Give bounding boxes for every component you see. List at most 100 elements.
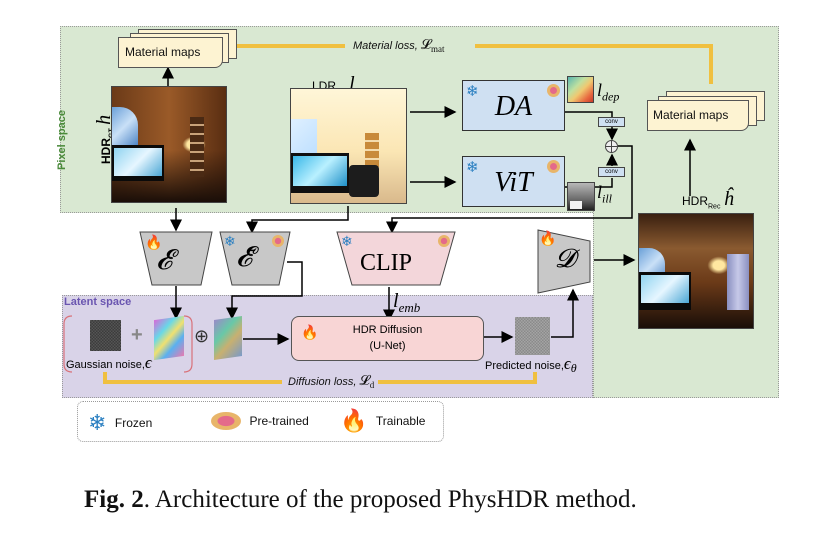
hdr-rec-symbol: ĥ — [723, 188, 734, 210]
material-loss-text: Material loss, — [353, 40, 418, 52]
hdr-gt-image — [111, 86, 227, 203]
frozen-encoder-shape — [219, 231, 291, 286]
vit-label: ViT — [494, 167, 533, 198]
illumination-output-symbol: l — [597, 182, 603, 202]
hdr-gt-window — [112, 107, 138, 145]
ldr-gt-window — [291, 119, 317, 153]
pretrained-network-icon — [438, 235, 450, 247]
oplus-to-clip — [386, 145, 633, 234]
decoder-label: 𝓓 — [555, 244, 575, 273]
frozen-encoder-label: 𝓔̄ — [236, 242, 253, 273]
oplus-fusion-icon — [605, 140, 618, 153]
predicted-noise-text: Predicted noise, — [485, 360, 564, 372]
concat-latent-image — [214, 316, 242, 360]
ldr-gt-tv — [291, 153, 349, 193]
clip-shape — [336, 231, 456, 286]
pretrained-network-icon — [272, 235, 284, 247]
caption-text: . Architecture of the proposed PhysHDR m… — [143, 486, 637, 513]
conv-bottom-box: conv — [598, 167, 625, 177]
decoder-shape — [537, 229, 591, 294]
legend-item-trainable: 🔥 Trainable — [340, 408, 425, 434]
unet-label-line2: (U-Net) — [369, 340, 406, 352]
gaussian-noise-symbol: ϵ — [144, 353, 152, 372]
legend-item-frozen: ❄ Frozen — [88, 410, 152, 436]
diffusion-loss-text: Diffusion loss, — [288, 376, 357, 388]
region-joiner — [594, 208, 778, 214]
material-maps-left-label: Material maps — [125, 45, 201, 59]
diffusion-loss-sub: d — [369, 380, 375, 391]
hdr-rec-curtain — [727, 254, 749, 310]
illumination-output-sub: ill — [602, 191, 613, 206]
ldr-gt-image — [290, 88, 407, 204]
network-icon — [211, 412, 241, 430]
vit-module: ❄ ViT — [462, 156, 565, 207]
diffusion-loss-line — [103, 372, 537, 384]
latent-space-label: Latent space — [64, 296, 132, 308]
caption-prefix: Fig. 2 — [84, 486, 144, 513]
material-loss-label: Material loss, 𝓛mat — [353, 38, 445, 54]
clip-output-label: lemb — [393, 290, 420, 316]
ldr-gt-symbol: l — [349, 73, 355, 95]
arrow-frozen-encoder-to-latent — [226, 261, 303, 320]
pretrained-network-icon — [547, 84, 560, 97]
hdr-rec-sub: Rec — [708, 203, 721, 211]
conv-top-box: conv — [598, 117, 625, 127]
gaussian-noise-text: Gaussian noise, — [66, 359, 145, 371]
depth-output-symbol: l — [597, 80, 603, 100]
flame-icon: 🔥 — [301, 324, 319, 340]
depth-map-image — [567, 76, 594, 103]
gaussian-noise-label: Gaussian noise,ϵ — [66, 353, 152, 373]
material-maps-right-label: Material maps — [653, 108, 729, 122]
illumination-output-label: lill — [597, 182, 612, 207]
flame-icon: 🔥 — [539, 230, 557, 246]
legend-label-trainable: Trainable — [375, 414, 426, 428]
material-loss-line — [232, 44, 713, 84]
depth-output-label: ldep — [597, 80, 619, 105]
arrow-ldr-to-frozen-encoder — [246, 206, 349, 234]
legend: ❄ Frozen Pre-trained 🔥 Trainable — [77, 401, 444, 442]
diffusion-loss-symbol: 𝓛 — [359, 374, 370, 389]
hdr-gt-shelf — [190, 117, 204, 177]
arrow-predicted-to-decoder — [551, 288, 579, 338]
predicted-noise-image — [515, 317, 550, 355]
material-loss-symbol: 𝓛 — [420, 38, 432, 53]
pretrained-network-icon — [547, 160, 560, 173]
hdr-rec-image — [638, 213, 754, 329]
flame-icon: 🔥 — [145, 234, 163, 250]
latent-bracket-left — [63, 315, 73, 373]
depth-output-sub: dep — [602, 89, 620, 104]
oplus-concat-icon: ⊕ — [194, 326, 210, 346]
diffusion-loss-label: Diffusion loss, 𝓛d — [288, 374, 374, 390]
snowflake-icon: ❄ — [466, 159, 479, 176]
material-maps-right: Material maps — [647, 100, 749, 131]
encoder-shape — [139, 231, 213, 286]
snowflake-icon: ❄ — [466, 83, 479, 100]
predicted-noise-sub: θ — [570, 361, 577, 376]
hdr-rec-tv — [639, 272, 691, 310]
material-maps-left: Material maps — [118, 37, 223, 68]
predicted-noise-symbol: ϵ — [563, 354, 571, 373]
da-module: ❄ DA — [462, 80, 565, 131]
plus-icon: + — [131, 324, 143, 346]
encoded-latent-image — [154, 315, 184, 361]
unet-label-line1: HDR Diffusion — [352, 324, 423, 336]
hdr-gt-tv — [112, 145, 164, 181]
unet-module: 🔥 HDR Diffusion (U-Net) — [291, 316, 484, 361]
snowflake-icon: ❄ — [88, 410, 107, 435]
da-to-conv — [565, 111, 613, 117]
gaussian-noise-image — [90, 320, 121, 351]
legend-label-pretrained: Pre-trained — [249, 414, 309, 428]
legend-item-pretrained: Pre-trained — [211, 412, 309, 430]
legend-label-frozen: Frozen — [114, 416, 153, 430]
encoder-label: 𝓔 — [156, 245, 173, 276]
latent-bracket-right — [183, 315, 193, 373]
snowflake-icon: ❄ — [341, 233, 353, 249]
flame-icon: 🔥 — [340, 408, 368, 433]
predicted-noise-label: Predicted noise,ϵθ — [485, 354, 577, 376]
ldr-gt-chair — [349, 165, 379, 197]
material-loss-sub: mat — [431, 44, 445, 55]
clip-output-symbol: l — [393, 290, 399, 312]
illumination-map-image — [567, 182, 595, 211]
hdr-rec-label: HDRRec ĥ — [682, 188, 734, 211]
